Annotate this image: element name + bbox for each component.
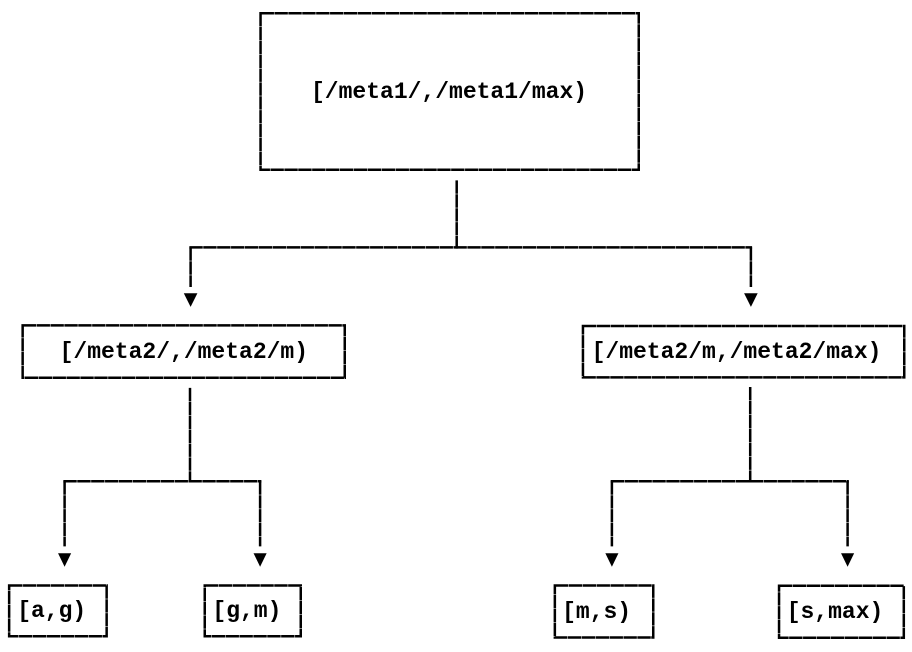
svg-text:[/meta1/,/meta1/max): [/meta1/,/meta1/max) (311, 79, 587, 105)
svg-text:[g,m): [g,m) (212, 598, 281, 624)
svg-text:[m,s): [m,s) (562, 599, 631, 625)
svg-text:[/meta2/,/meta2/m): [/meta2/,/meta2/m) (60, 339, 308, 365)
svg-text:[/meta2/m,/meta2/max): [/meta2/m,/meta2/max) (592, 339, 882, 365)
svg-text:[s,max): [s,max) (787, 599, 884, 625)
svg-text:[a,g): [a,g) (17, 598, 86, 624)
